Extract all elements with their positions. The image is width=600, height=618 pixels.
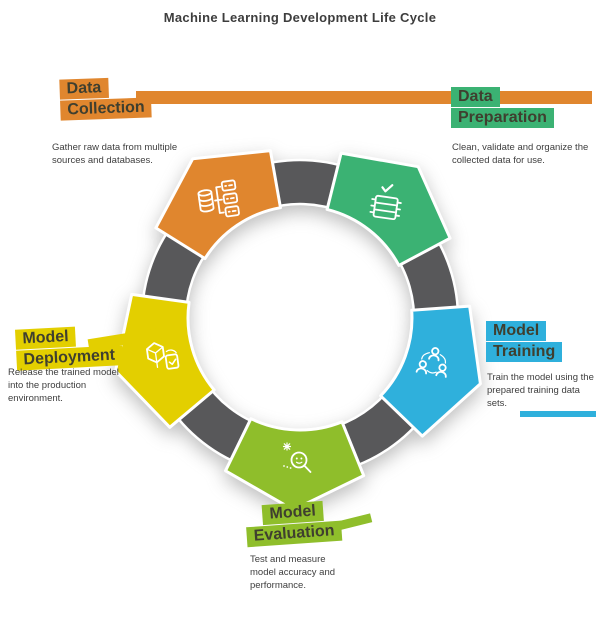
desc-data-collection: Gather raw data from multiple sources an… <box>52 142 178 167</box>
desc-model-deployment: Release the trained model into the produ… <box>8 367 119 405</box>
blue-underline-stroke <box>520 411 596 417</box>
desc-model-evaluation: Test and measure model accuracy and perf… <box>250 554 336 592</box>
heading-line: Training <box>486 341 563 362</box>
label-model-evaluation: Model Evaluation <box>245 500 343 548</box>
package-check-icon <box>145 342 180 370</box>
label-model-training: Model Training <box>486 321 563 363</box>
desc-data-preparation: Clean, validate and organize the collect… <box>452 142 589 167</box>
heading-line: Data <box>59 77 109 100</box>
heading-line: Data <box>451 87 500 107</box>
step-badge-data-preparation <box>325 151 452 267</box>
database-sync-icon <box>197 179 240 218</box>
page-title: Machine Learning Development Life Cycle <box>163 10 437 25</box>
team-network-icon <box>415 347 447 378</box>
label-model-deployment: Model Deployment <box>14 324 123 371</box>
search-insights-icon <box>282 442 312 473</box>
label-data-collection: Data Collection <box>59 76 153 121</box>
table-check-icon <box>369 184 402 221</box>
step-badge-model-evaluation <box>224 417 366 512</box>
heading-line: Model <box>486 321 547 341</box>
label-data-preparation: Data Preparation <box>451 87 554 129</box>
step-badge-model-deployment <box>114 292 216 429</box>
desc-model-training: Train the model using the prepared train… <box>487 372 594 410</box>
heading-line: Collection <box>60 97 153 121</box>
step-badge-model-training <box>379 304 482 438</box>
heading-line: Model <box>14 326 77 350</box>
heading-line: Preparation <box>451 107 554 128</box>
